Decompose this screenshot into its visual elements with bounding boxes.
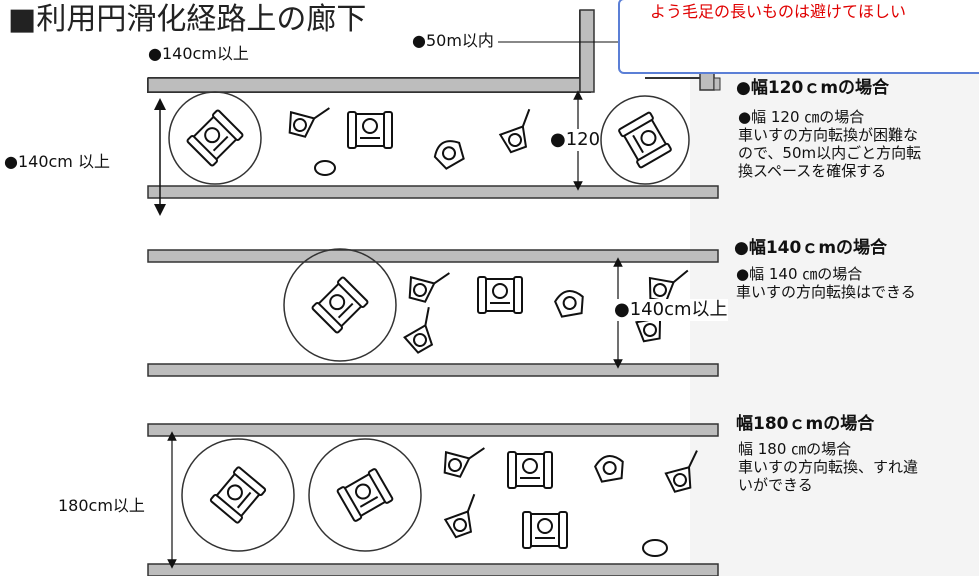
section3-body-line: いができる xyxy=(738,476,813,494)
section2-heading: ●幅140ｃmの場合 xyxy=(734,238,888,258)
section2-body-line: ●幅 140 ㎝の場合 xyxy=(736,265,863,283)
section1-bottom-wall xyxy=(147,185,719,199)
section3-heading: 幅180ｃmの場合 xyxy=(736,414,875,434)
distance-label: ●50m以内 xyxy=(408,31,498,51)
section2-top-wall xyxy=(147,249,719,263)
callout-box xyxy=(618,0,979,74)
page-title: ■利用円滑化経路上の廊下 xyxy=(8,2,367,37)
callout-text: よう毛足の長いものは避けてほしい xyxy=(650,2,907,21)
section2-bottom-wall xyxy=(147,363,719,377)
min-width-label: ●140cm以上 xyxy=(148,44,249,63)
section1-body-line: 換スペースを確保する xyxy=(738,162,887,180)
section3-body-line: 車いすの方向転換、すれ違 xyxy=(738,458,919,476)
section3-side-label: 180cm以上 xyxy=(58,496,145,516)
section3-body-line: 幅 180 ㎝の場合 xyxy=(738,440,852,458)
turning-circle-1 xyxy=(168,91,262,185)
section2-body: ●幅 140 ㎝の場合 車いすの方向転換はできる xyxy=(736,265,916,301)
turning-circle-4 xyxy=(181,438,295,552)
section1-body-line: ●幅 120 ㎝の場合 xyxy=(738,108,865,126)
turning-circle-2 xyxy=(600,95,690,185)
scan-background xyxy=(690,60,979,576)
section1-body-line: 車いすの方向転換が困難な xyxy=(738,126,919,144)
section3-bottom-wall xyxy=(147,563,719,576)
section1-side-label: ●140cm 以上 xyxy=(4,152,110,171)
section3-body: 幅 180 ㎝の場合 車いすの方向転換、すれ違 いができる xyxy=(738,440,918,494)
section1-body-line: ので、50m以内ごと方向転 xyxy=(738,144,922,162)
section3-top-wall xyxy=(147,423,719,437)
turning-circle-3 xyxy=(283,248,397,362)
section2-body-line: 車いすの方向転換はできる xyxy=(736,283,916,301)
section1-heading: ●幅120ｃmの場合 xyxy=(736,78,890,98)
turning-circle-5 xyxy=(308,438,422,552)
section2-inner-label: ●140cm以上 xyxy=(614,299,728,321)
section1-body: ●幅 120 ㎝の場合 車いすの方向転換が困難な ので、50m以内ごと方向転 換… xyxy=(738,108,921,180)
section1-inner-label: ●120 xyxy=(550,129,601,151)
